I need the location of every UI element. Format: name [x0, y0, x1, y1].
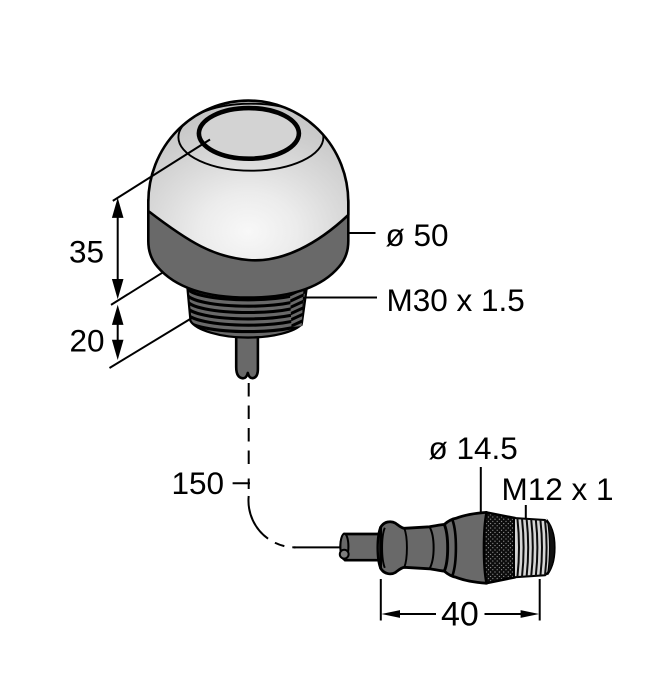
svg-text:M30 x 1.5: M30 x 1.5 [387, 282, 525, 318]
svg-text:M12 x 1: M12 x 1 [502, 471, 614, 507]
svg-text:150: 150 [172, 465, 225, 501]
svg-text:20: 20 [70, 323, 105, 359]
svg-text:35: 35 [69, 234, 104, 270]
svg-text:40: 40 [441, 596, 479, 634]
svg-text:ø 14.5: ø 14.5 [429, 430, 518, 466]
svg-text:ø 50: ø 50 [386, 217, 449, 253]
